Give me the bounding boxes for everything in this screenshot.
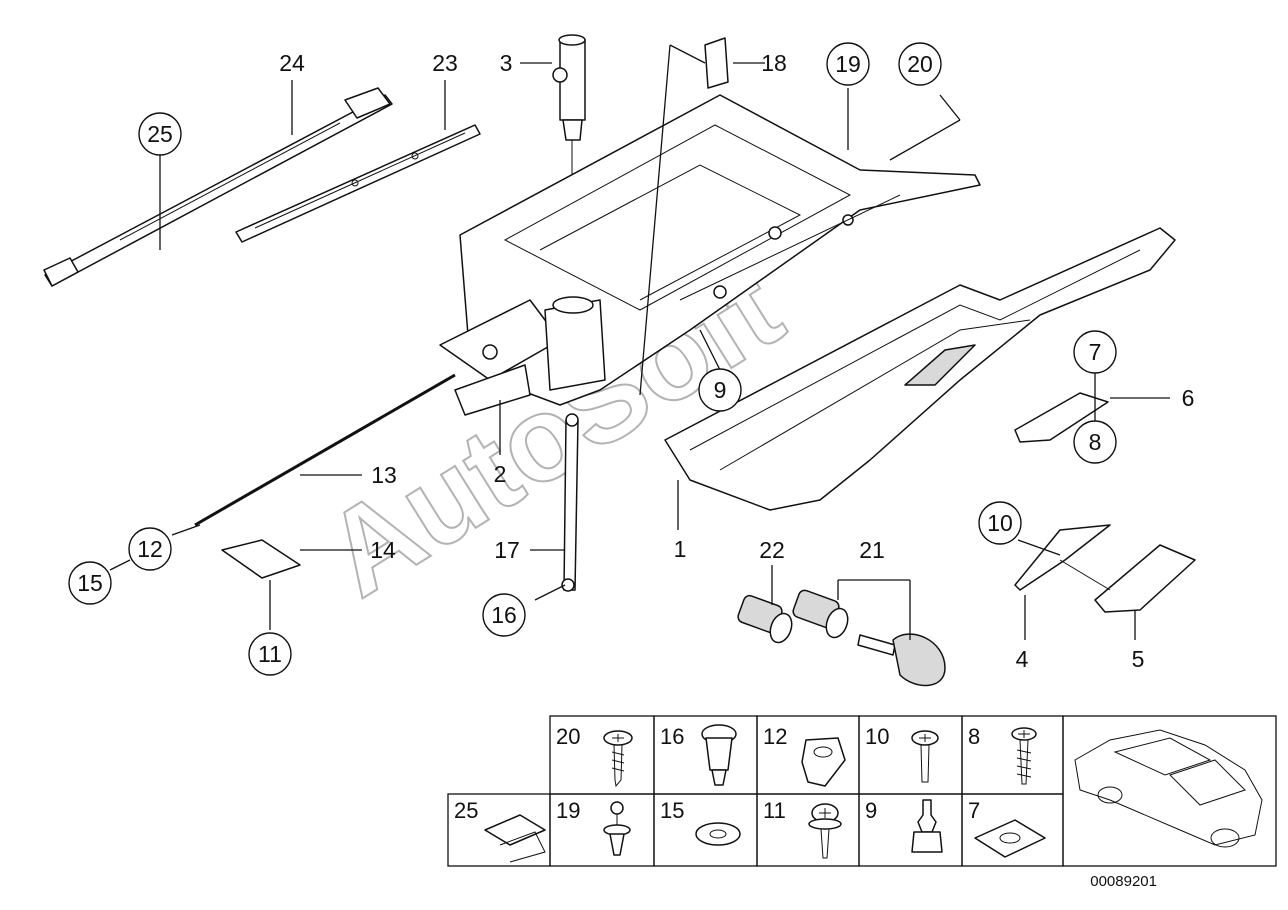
- leader-lines: [109, 44, 1170, 640]
- screw-10-icon: [911, 730, 939, 783]
- callout-1: 1: [674, 536, 687, 562]
- nut-12-icon: [801, 737, 846, 787]
- svg-text:6: 6: [1182, 385, 1195, 411]
- callout-2: 2: [494, 461, 507, 487]
- callout-13: 13: [371, 462, 397, 488]
- svg-text:24: 24: [279, 50, 305, 76]
- table-cell-r2-5: 9: [865, 798, 877, 823]
- part-13-rod: [194, 373, 456, 527]
- svg-text:13: 13: [371, 462, 397, 488]
- svg-text:22: 22: [759, 537, 785, 563]
- callout-9: 9: [698, 368, 742, 412]
- part-18-cap: [704, 37, 729, 89]
- part-24-rail: [43, 87, 393, 287]
- callout-11: 11: [248, 632, 292, 676]
- table-cell-r2-3: 15: [660, 798, 684, 823]
- callout-22: 22: [759, 537, 785, 563]
- callout-12: 12: [128, 527, 172, 571]
- svg-text:10: 10: [987, 510, 1013, 536]
- svg-text:20: 20: [907, 51, 933, 77]
- svg-text:25: 25: [147, 121, 173, 147]
- part-17-link: [561, 413, 579, 592]
- callout-10: 10: [978, 501, 1022, 545]
- table-cell-r1-5: 8: [968, 724, 980, 749]
- callout-23: 23: [432, 50, 458, 76]
- glovebox-housing: [439, 94, 981, 416]
- callout-18: 18: [761, 50, 787, 76]
- callout-5: 5: [1132, 646, 1145, 672]
- svg-text:8: 8: [1089, 429, 1102, 455]
- svg-text:16: 16: [491, 602, 517, 628]
- svg-text:18: 18: [761, 50, 787, 76]
- table-cell-r1-4: 10: [865, 724, 889, 749]
- svg-text:5: 5: [1132, 646, 1145, 672]
- plug-16-icon: [701, 724, 737, 786]
- callout-20: 20: [898, 42, 942, 86]
- part-1-lid: [664, 227, 1176, 511]
- table-cell-r2-6: 7: [968, 798, 980, 823]
- callout-21: 21: [859, 537, 885, 563]
- callout-17: 17: [494, 537, 520, 563]
- callout-19: 19: [826, 42, 870, 86]
- svg-text:3: 3: [500, 50, 513, 76]
- part-6-latch: [1014, 392, 1109, 443]
- table-cell-r2-1: 25: [454, 798, 478, 823]
- part-22-cylinder: [737, 594, 793, 644]
- rivet-19-icon: [603, 801, 631, 856]
- table-cell-r2-2: 19: [556, 798, 580, 823]
- part-14-clip: [221, 539, 301, 579]
- callout-14: 14: [370, 537, 396, 563]
- part-23-rail: [235, 124, 481, 243]
- car-silhouette-icon: [1074, 729, 1263, 848]
- svg-text:19: 19: [835, 51, 861, 77]
- svg-text:12: 12: [137, 536, 163, 562]
- fastener-table: [447, 715, 1277, 867]
- callout-3: 3: [500, 50, 513, 76]
- washer-15-icon: [695, 822, 741, 846]
- part-21-cylinder-key: [792, 589, 946, 687]
- callout-8: 8: [1073, 420, 1117, 464]
- svg-text:1: 1: [674, 536, 687, 562]
- svg-text:4: 4: [1016, 646, 1029, 672]
- table-cell-r1-3: 12: [763, 724, 787, 749]
- svg-text:14: 14: [370, 537, 396, 563]
- screw-11-icon: [808, 803, 842, 859]
- svg-text:17: 17: [494, 537, 520, 563]
- callout-16: 16: [482, 593, 526, 637]
- screw-8-icon: [1011, 727, 1037, 785]
- svg-text:2: 2: [494, 461, 507, 487]
- diagram-code: 00089201: [1090, 873, 1157, 890]
- table-cell-r1-1: 20: [556, 724, 580, 749]
- svg-text:7: 7: [1089, 339, 1102, 365]
- callout-24: 24: [279, 50, 305, 76]
- svg-text:11: 11: [258, 641, 282, 667]
- table-cell-r1-2: 16: [660, 724, 684, 749]
- svg-text:15: 15: [77, 570, 103, 596]
- callout-15: 15: [68, 561, 112, 605]
- svg-text:9: 9: [714, 377, 727, 403]
- callout-25: 25: [138, 112, 182, 156]
- callout-7: 7: [1073, 330, 1117, 374]
- svg-text:21: 21: [859, 537, 885, 563]
- clip-7-icon: [974, 819, 1046, 858]
- part-4-5-lock: [1014, 524, 1196, 613]
- callout-6: 6: [1182, 385, 1195, 411]
- callout-4: 4: [1016, 646, 1029, 672]
- clip-25-icon: [484, 814, 546, 863]
- svg-text:23: 23: [432, 50, 458, 76]
- grommet-9-icon: [911, 799, 943, 853]
- table-cell-r2-4: 11: [763, 798, 786, 823]
- screw-20-icon: [603, 730, 633, 788]
